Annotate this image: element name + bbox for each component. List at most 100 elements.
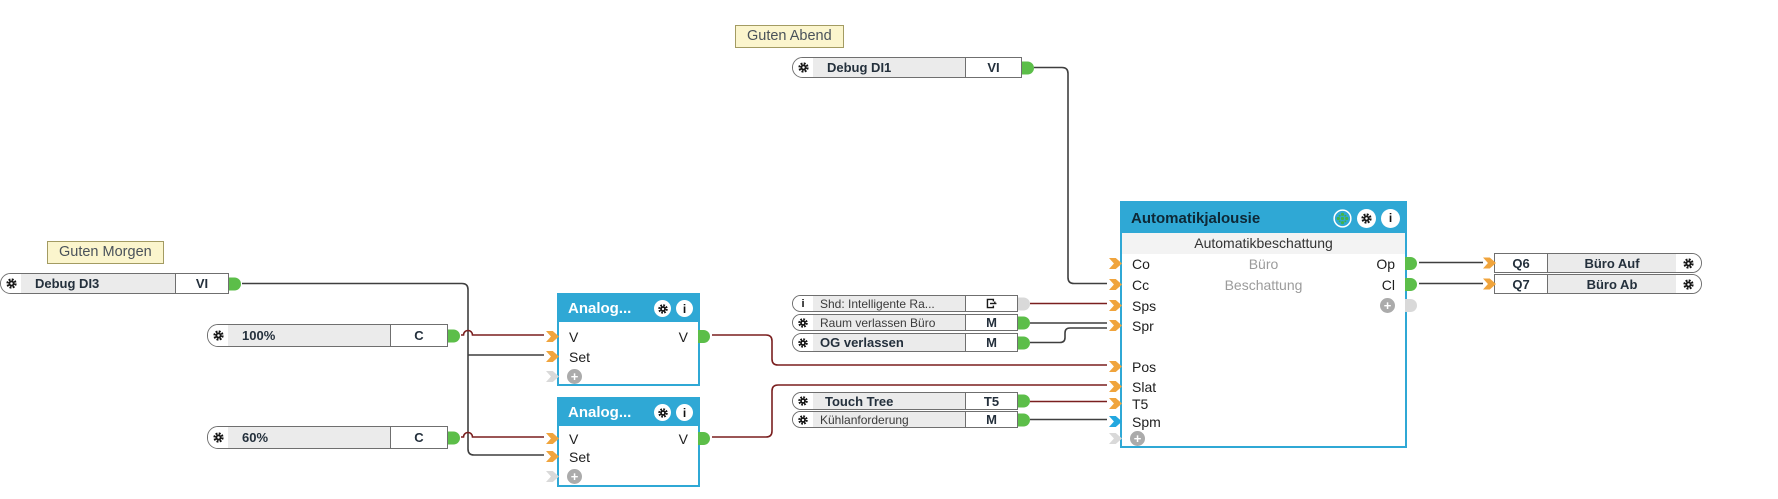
io-block-og-verlassen[interactable]: OG verlassen M: [792, 333, 1030, 352]
output-connector[interactable]: [448, 431, 460, 444]
output-connector[interactable]: [1018, 297, 1030, 310]
unused-input-connector[interactable]: [546, 471, 559, 482]
output-connector[interactable]: [1018, 413, 1030, 426]
io-block-touch-tree[interactable]: Touch Tree T5: [792, 392, 1030, 410]
input-connector-set[interactable]: [546, 351, 559, 362]
input-label-v: V: [569, 329, 579, 345]
input-label-set: Set: [569, 449, 591, 465]
io-block-const-60[interactable]: 60% C: [207, 426, 460, 449]
gear-icon[interactable]: [793, 412, 813, 427]
gear-icon[interactable]: [1676, 275, 1701, 293]
unused-input-connector[interactable]: [546, 371, 559, 382]
gear-icon[interactable]: [793, 58, 813, 77]
port-label: VI: [965, 58, 1021, 77]
output-connector[interactable]: [448, 329, 460, 342]
function-block-analog-2[interactable]: Analog... V Set V: [546, 397, 710, 487]
add-input-icon[interactable]: [1130, 431, 1145, 446]
io-block-debug-di3[interactable]: Debug DI3 VI: [0, 273, 241, 294]
gear-icon[interactable]: [793, 393, 813, 409]
input-connector-v[interactable]: [546, 331, 559, 342]
input-label-v: V: [569, 431, 579, 447]
io-block-label: Debug DI1: [827, 60, 892, 75]
input-connector-set[interactable]: [546, 451, 559, 462]
gear-icon[interactable]: [1676, 254, 1701, 272]
input-label-slat: Slat: [1132, 379, 1157, 395]
function-block-automatikjalousie[interactable]: Automatikjalousie Automatikbeschattung B…: [1109, 201, 1417, 448]
add-output-icon[interactable]: [1380, 298, 1395, 313]
input-connector-co[interactable]: [1109, 258, 1122, 269]
output-connector[interactable]: [698, 330, 710, 343]
port-label: C: [390, 325, 447, 346]
output-connector[interactable]: [1018, 336, 1030, 349]
sticky-note-guten-abend[interactable]: Guten Abend: [735, 25, 844, 48]
io-block-label: Büro Auf: [1584, 255, 1640, 271]
input-connector-v[interactable]: [546, 433, 559, 444]
output-label-op: Op: [1376, 256, 1395, 272]
io-block-raum-verlassen[interactable]: Raum verlassen Büro M: [792, 314, 1030, 331]
gear-icon[interactable]: [208, 427, 228, 448]
input-label-set: Set: [569, 349, 591, 365]
wire-60-to-analog2-v[interactable]: [461, 431, 544, 438]
output-connector[interactable]: [1018, 394, 1030, 408]
wire-analog2-to-slat[interactable]: [712, 384, 1107, 438]
output-connector-cl[interactable]: [1405, 278, 1417, 291]
port-label: C: [390, 427, 447, 448]
output-connector-op[interactable]: [1405, 257, 1417, 270]
wire-debug-di3-to-set-inputs[interactable]: [242, 282, 544, 456]
input-connector-spm[interactable]: [1109, 416, 1122, 427]
output-connector[interactable]: [1022, 61, 1034, 74]
info-icon[interactable]: [676, 404, 693, 421]
io-block-const-100[interactable]: 100% C: [207, 324, 460, 347]
add-input-icon[interactable]: [567, 369, 582, 384]
input-label-sps: Sps: [1132, 298, 1157, 314]
input-connector-t5[interactable]: [1109, 398, 1122, 409]
output-connector[interactable]: [229, 277, 241, 290]
input-connector-slat[interactable]: [1109, 381, 1122, 392]
gear-icon[interactable]: [654, 300, 671, 317]
block-subtitle: Automatikbeschattung: [1122, 233, 1405, 254]
io-block-q6[interactable]: Q6 Büro Auf: [1483, 253, 1702, 273]
wire-og-to-spr[interactable]: [1030, 327, 1107, 344]
gear-icon[interactable]: [654, 404, 671, 421]
unused-input-connector[interactable]: [1109, 433, 1122, 444]
gear-icon[interactable]: [1357, 208, 1376, 228]
info-icon[interactable]: [1381, 208, 1400, 228]
port-label: M: [965, 334, 1017, 351]
gear-icon[interactable]: [1, 274, 21, 293]
wire-100-to-analog1-v[interactable]: [461, 329, 544, 336]
io-block-label: Shd: Intelligente Ra...: [820, 296, 935, 311]
visualization-icon[interactable]: [1333, 209, 1352, 228]
gear-icon[interactable]: [793, 334, 813, 351]
port-box: [965, 296, 1017, 311]
sticky-note-guten-morgen[interactable]: Guten Morgen: [47, 241, 164, 264]
gear-icon[interactable]: [208, 325, 228, 346]
output-connector[interactable]: [1018, 316, 1030, 329]
input-connector-cc[interactable]: [1109, 279, 1122, 290]
info-icon[interactable]: i: [793, 296, 813, 311]
io-block-kuehlanforderung[interactable]: Kühlanforderung M: [792, 411, 1030, 428]
port-label: VI: [175, 274, 228, 293]
input-connector-sps[interactable]: [1109, 300, 1122, 311]
category-label: Beschattung: [1224, 277, 1303, 293]
input-connector-pos[interactable]: [1109, 361, 1122, 372]
unused-output-connector[interactable]: [1405, 299, 1417, 312]
wire-analog1-to-pos[interactable]: [712, 334, 1107, 366]
block-reference-icon: [984, 296, 999, 311]
input-connector-spr[interactable]: [1109, 320, 1122, 331]
wire-debug-di1-to-cc[interactable]: [1034, 66, 1107, 285]
io-block-label: Kühlanforderung: [820, 412, 909, 427]
gear-icon[interactable]: [793, 315, 813, 330]
io-block-q7[interactable]: Q7 Büro Ab: [1483, 274, 1702, 294]
io-block-debug-di1[interactable]: Debug DI1 VI: [792, 57, 1034, 78]
info-icon[interactable]: [676, 300, 693, 317]
output-connector[interactable]: [698, 432, 710, 445]
port-label: Q7: [1495, 275, 1548, 293]
io-block-shd-reference[interactable]: i Shd: Intelligente Ra...: [792, 295, 1030, 312]
input-label-spr: Spr: [1132, 318, 1154, 334]
function-block-analog-1[interactable]: Analog... V Set V: [546, 293, 710, 386]
input-connector[interactable]: [1483, 257, 1496, 269]
add-input-icon[interactable]: [567, 469, 582, 484]
input-connector[interactable]: [1483, 278, 1496, 290]
